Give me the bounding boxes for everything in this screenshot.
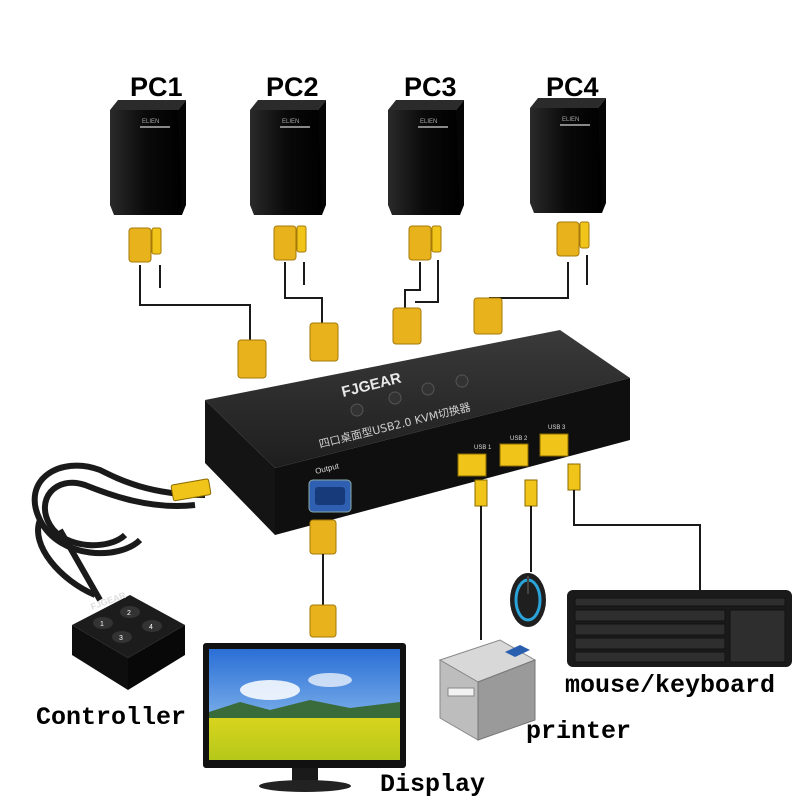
pc2-label: PC2 bbox=[266, 72, 319, 102]
tower-brand: ELIEN bbox=[420, 119, 437, 125]
controller-pad: FJGEAR 1 2 3 4 bbox=[72, 590, 185, 690]
display-cable bbox=[309, 519, 337, 638]
kvm-button-3[interactable] bbox=[421, 382, 435, 396]
controller-button-3[interactable]: 3 bbox=[112, 631, 132, 643]
usb-port-3[interactable] bbox=[539, 433, 569, 457]
tower-brand: ELIEN bbox=[142, 119, 159, 125]
tower-brand: ELIEN bbox=[562, 117, 579, 123]
usb-port-label-3: USB 3 bbox=[548, 425, 566, 431]
usb-cables bbox=[474, 463, 701, 640]
controller-cable bbox=[31, 462, 206, 602]
monitor bbox=[203, 643, 406, 792]
svg-text:3: 3 bbox=[119, 635, 123, 642]
vga-connector-pc4 bbox=[556, 221, 590, 257]
printer-label: printer bbox=[526, 717, 632, 746]
mouse-keyboard-label: mouse/keyboard bbox=[565, 671, 776, 700]
svg-text:4: 4 bbox=[149, 624, 153, 631]
svg-text:1: 1 bbox=[100, 621, 104, 628]
pc-tower-1: ELIEN bbox=[110, 100, 186, 215]
svg-text:2: 2 bbox=[127, 610, 131, 617]
usb-port-2[interactable] bbox=[499, 443, 529, 467]
vga-connector-pc2 bbox=[273, 225, 307, 261]
controller-label: Controller bbox=[36, 703, 187, 732]
pc4-label: PC4 bbox=[546, 72, 599, 102]
kvm-button-1[interactable] bbox=[350, 403, 364, 417]
usb-port-label-2: USB 2 bbox=[510, 436, 528, 442]
controller-button-1[interactable]: 1 bbox=[93, 617, 113, 629]
pc-tower-3: ELIEN bbox=[388, 100, 464, 215]
controller-button-4[interactable]: 4 bbox=[142, 620, 162, 632]
mouse bbox=[510, 573, 546, 627]
pc-tower-2: ELIEN bbox=[250, 100, 326, 215]
printer bbox=[438, 639, 537, 741]
keyboard bbox=[567, 590, 792, 667]
vga-connector-pc3 bbox=[408, 225, 442, 261]
kvm-button-4[interactable] bbox=[455, 374, 469, 388]
pc1-label: PC1 bbox=[130, 72, 183, 102]
display-label: Display bbox=[380, 770, 486, 799]
vga-connector-pc1 bbox=[128, 227, 162, 263]
controller-button-2[interactable]: 2 bbox=[120, 606, 140, 618]
kvm-button-2[interactable] bbox=[388, 391, 402, 405]
usb-port-1[interactable] bbox=[457, 453, 487, 477]
usb-port-label-1: USB 1 bbox=[474, 445, 492, 451]
pc3-label: PC3 bbox=[404, 72, 457, 102]
usb-plug-controller bbox=[170, 478, 212, 502]
kvm-switch: FJGEAR 四口桌面型USB2.0 KVM切换器 Output USB 1 U… bbox=[205, 330, 630, 535]
kvm-input-connectors bbox=[237, 297, 503, 379]
tower-brand: ELIEN bbox=[282, 119, 299, 125]
pc-tower-4: ELIEN bbox=[530, 98, 606, 213]
pc-cables bbox=[139, 255, 588, 340]
